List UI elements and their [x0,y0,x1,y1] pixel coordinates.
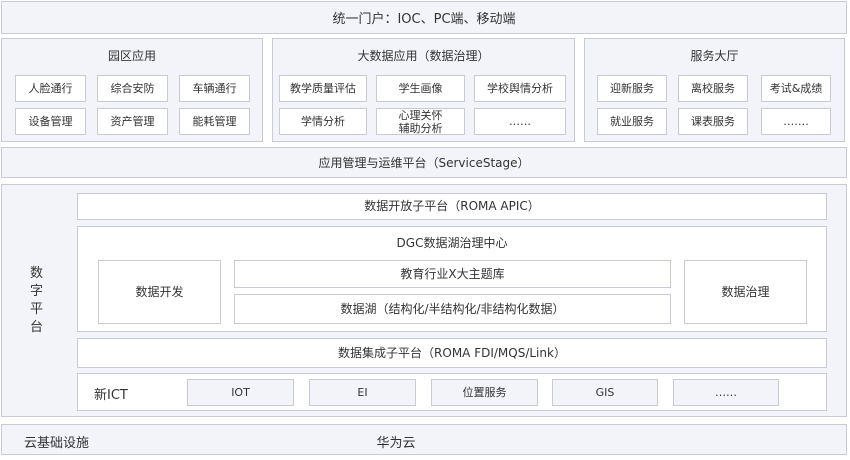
campus-item: 能耗管理 [179,108,250,135]
ict-item: IOT [187,379,294,406]
integration-platform: 数据集成子平台（ROMA FDI/MQS/Link） [77,338,827,368]
infra-provider: 华为云 [376,436,416,451]
service-item: ……. [761,108,831,135]
campus-item: 综合安防 [97,75,168,102]
bigdata-item: 学校舆情分析 [474,75,566,102]
bigdata-app-title: 大数据应用（数据治理） [357,49,490,63]
infra-label: 云基础设施 [24,436,90,451]
campus-app-panel: 园区应用 人脸通行 综合安防 车辆通行 设备管理 资产管理 能耗管理 [1,38,263,142]
bigdata-item: 教学质量评估 [279,75,367,102]
campus-item: 车辆通行 [179,75,250,102]
ict-item: GIS [552,379,658,406]
digital-platform-label: 数 字 平 台 [30,266,44,335]
new-ict-panel: 新ICT IOT EI 位置服务 GIS …… [77,373,827,411]
dgc-title: DGC数据湖治理中心 [396,236,508,250]
service-item: 离校服务 [678,75,748,102]
bigdata-app-panel: 大数据应用（数据治理） 教学质量评估 学生画像 学校舆情分析 学情分析 心理关怀… [272,38,575,142]
campus-item: 资产管理 [97,108,168,135]
app-mgmt-bar: 应用管理与运维平台（ServiceStage） [1,147,847,178]
service-item: 课表服务 [678,108,748,135]
digital-platform-panel: 数 字 平 台 数据开放子平台（ROMA APIC） DGC数据湖治理中心 数据… [1,184,847,417]
service-hall-panel: 服务大厅 迎新服务 离校服务 考试&成绩 就业服务 课表服务 ……. [584,38,845,142]
bigdata-item: 学生画像 [376,75,465,102]
new-ict-label: 新ICT [94,388,128,403]
service-item: 迎新服务 [597,75,667,102]
ict-item: 位置服务 [431,379,538,406]
infra-bar: 云基础设施 华为云 [1,424,847,455]
portal-title: 统一门户：IOC、PC端、移动端 [332,12,516,27]
data-dev-box: 数据开发 [98,260,221,324]
open-platform: 数据开放子平台（ROMA APIC） [77,193,827,220]
dgc-panel: DGC数据湖治理中心 数据开发 教育行业X大主题库 数据湖（结构化/半结构化/非… [77,226,827,332]
ict-item: …… [673,379,779,406]
data-governance-box: 数据治理 [684,260,807,324]
bigdata-item: …… [474,108,566,135]
campus-item: 人脸通行 [15,75,86,102]
bigdata-item: 学情分析 [279,108,367,135]
portal-bar: 统一门户：IOC、PC端、移动端 [1,1,847,34]
theme-library-box: 教育行业X大主题库 [234,260,671,288]
bigdata-item: 心理关怀 辅助分析 [376,108,465,135]
app-mgmt-title: 应用管理与运维平台（ServiceStage） [318,156,530,170]
service-item: 就业服务 [597,108,667,135]
campus-item: 设备管理 [15,108,86,135]
campus-app-title: 园区应用 [107,49,156,63]
data-lake-box: 数据湖（结构化/半结构化/非结构化数据） [234,294,671,324]
service-hall-title: 服务大厅 [690,49,739,63]
service-item: 考试&成绩 [761,75,831,102]
ict-item: EI [309,379,416,406]
